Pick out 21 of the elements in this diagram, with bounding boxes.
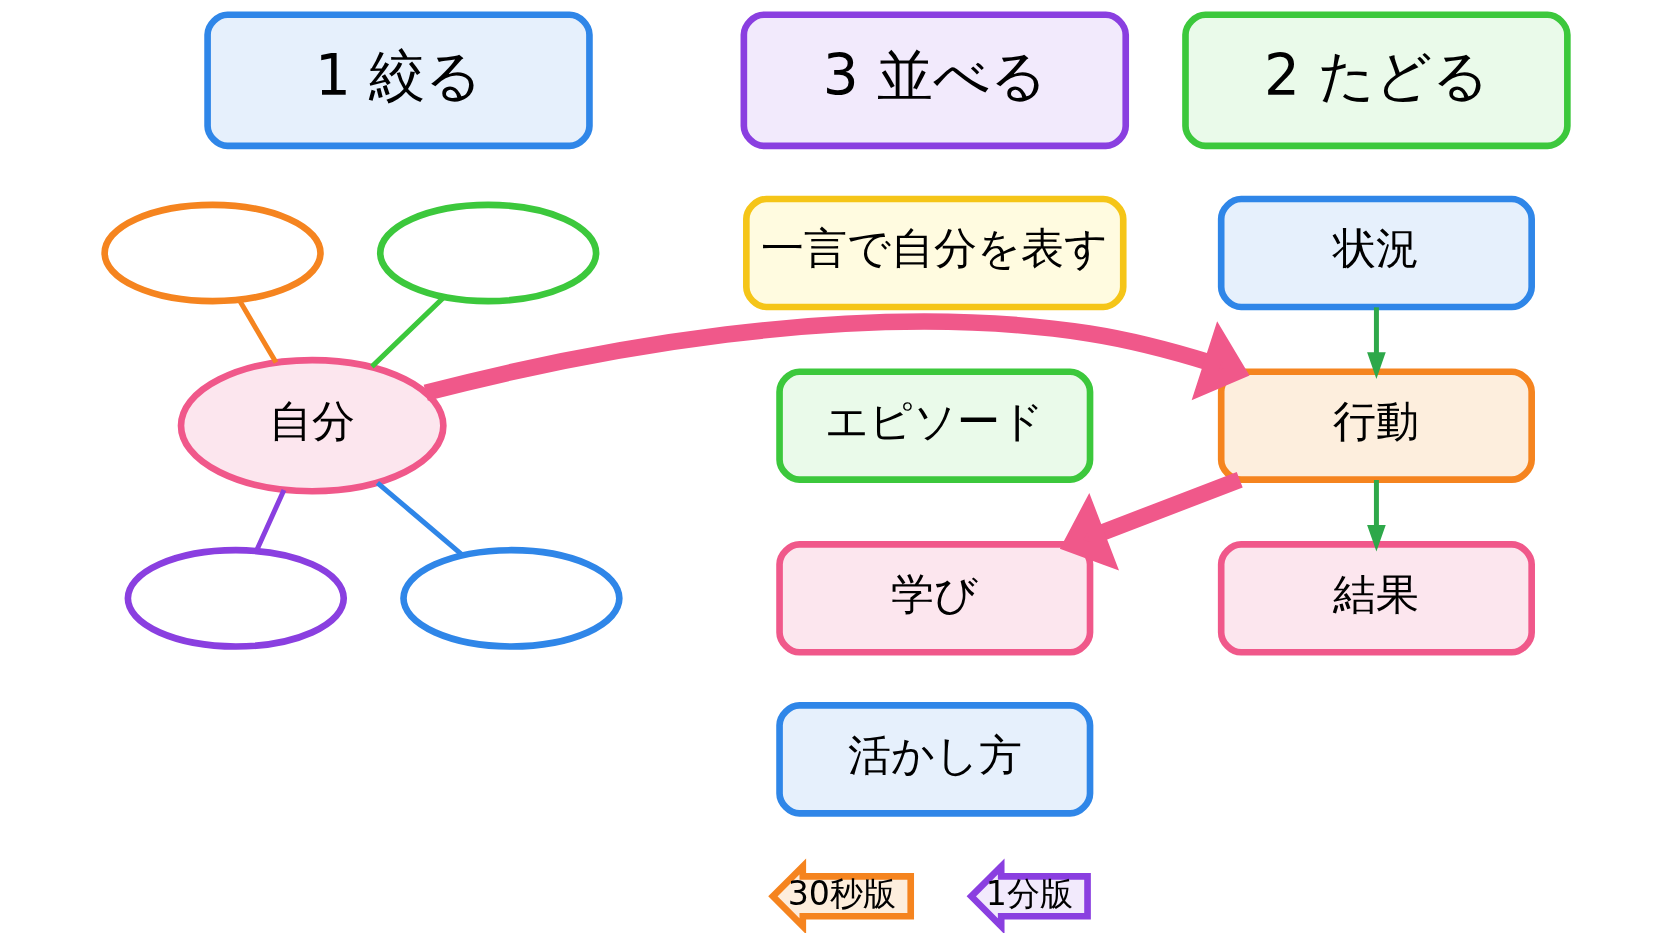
arrow — [1367, 307, 1386, 379]
node-box: 2 たどる — [1182, 11, 1571, 150]
node-box: 活かし方 — [776, 702, 1094, 817]
node-ellipse — [124, 546, 348, 650]
node-ellipse — [101, 201, 324, 305]
node-box: 1 絞る — [204, 11, 593, 150]
node-ellipse — [400, 546, 623, 650]
node-box: 3 並べる — [740, 11, 1130, 150]
arrow — [423, 313, 1250, 401]
connector — [254, 488, 287, 552]
node-box: 結果 — [1217, 541, 1535, 656]
node-ellipse: 自分 — [177, 356, 447, 495]
node-box: 一言で自分を表す — [743, 195, 1127, 311]
arrow — [1367, 480, 1386, 552]
node-box: エピソード — [776, 368, 1094, 483]
arrow — [1059, 472, 1243, 571]
node-ellipse — [376, 201, 600, 305]
node-box: 状況 — [1217, 195, 1535, 311]
connector — [375, 480, 465, 557]
node-box: 学び — [776, 541, 1094, 656]
node-box: 行動 — [1217, 368, 1535, 483]
